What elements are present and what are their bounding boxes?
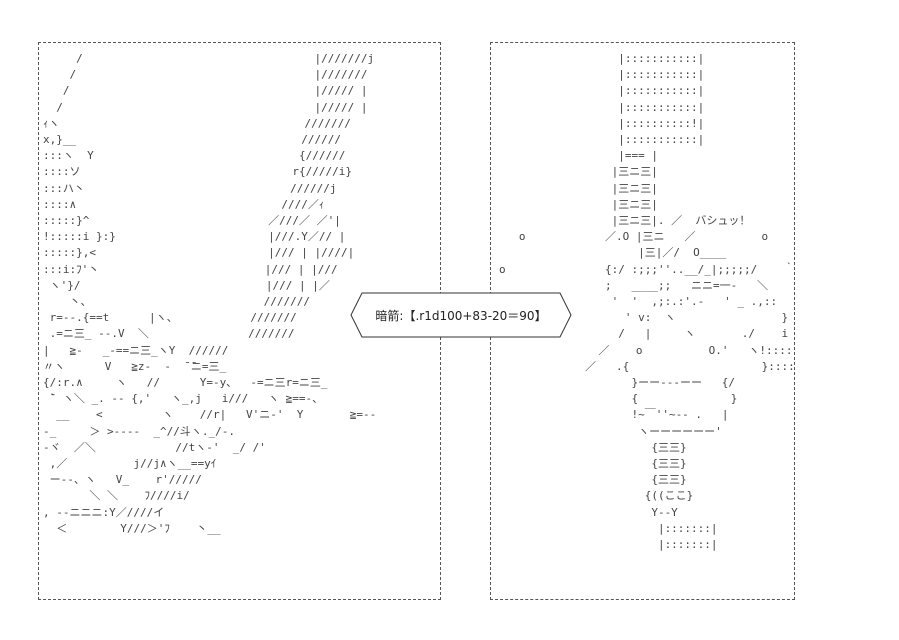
- right-panel: |:::::::::::| |:::::::::::| |:::::::::::…: [490, 42, 795, 600]
- dice-roll-text: 暗箭:【.r1d100+83-20＝90】: [375, 308, 547, 323]
- left-ascii-art: / |///////j / |/////// / |///// | / |///…: [43, 52, 377, 535]
- left-panel: / |///////j / |/////// / |///// | / |///…: [38, 42, 441, 600]
- bubble-outline: [350, 292, 572, 338]
- right-ascii-art: |:::::::::::| |:::::::::::| |:::::::::::…: [499, 52, 795, 552]
- dice-roll-bubble: 暗箭:【.r1d100+83-20＝90】: [350, 292, 572, 338]
